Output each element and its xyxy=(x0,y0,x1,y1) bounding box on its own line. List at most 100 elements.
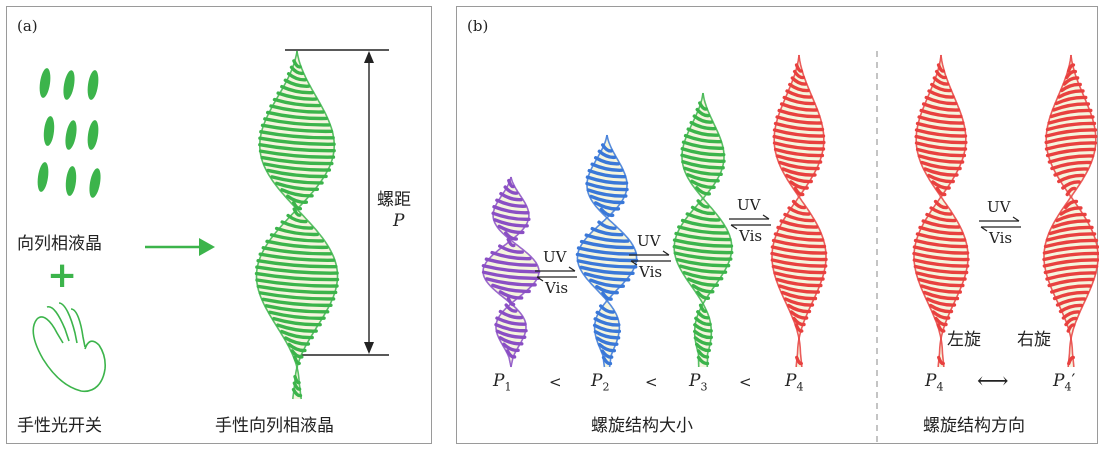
purple-helix-stripe xyxy=(491,211,531,222)
right-handed-helix-stripe xyxy=(1045,271,1097,281)
purple-helix-stripe xyxy=(481,270,541,281)
green-helix-a-stripe xyxy=(292,207,302,217)
purple-helix-stripe xyxy=(495,198,527,208)
green-helix-a-strand xyxy=(296,50,339,400)
left-handed-helix-stripe xyxy=(924,95,958,106)
purple-helix-strand xyxy=(510,176,540,368)
green-helix-b-stripe xyxy=(672,244,734,255)
green-helix-a-stripe xyxy=(269,233,325,243)
blue-helix-stripe xyxy=(576,246,638,256)
vis-label-2: Vis xyxy=(639,263,663,281)
left-handed-helix-strand xyxy=(940,54,969,368)
green-helix-a-stripe xyxy=(276,91,318,101)
purple-helix-stripe xyxy=(481,264,541,274)
right-handed-helix-stripe xyxy=(1042,245,1099,255)
chiral-nematic-label: 手性向列相液晶 xyxy=(215,416,334,436)
right-handed-helix-strand xyxy=(1043,54,1072,368)
caption-direction: 螺旋结构方向 xyxy=(923,416,1025,436)
right-handed-helix-stripe xyxy=(1049,108,1093,119)
nematic-molecules-icon xyxy=(37,68,101,198)
green-helix-b-stripe xyxy=(695,186,711,196)
green-helix-a-stripe xyxy=(263,117,331,127)
left-handed-helix-stripe xyxy=(921,219,961,229)
panel-b-drawing xyxy=(481,51,1099,445)
green-helix-a-stripe xyxy=(256,258,338,269)
right-handed-helix-strand xyxy=(1070,54,1099,368)
caption-size: 螺旋结构大小 xyxy=(591,416,693,436)
green-helix-a-stripe xyxy=(269,104,325,114)
vis-label-3: Vis xyxy=(739,227,763,245)
green-helix-b-stripe xyxy=(674,231,732,242)
green-helix-a-stripe xyxy=(260,123,334,134)
purple-helix-strand xyxy=(482,176,512,368)
red-helix xyxy=(770,54,828,368)
blue-helix-stripe xyxy=(585,175,629,185)
panel-b-label: (b) xyxy=(467,17,489,35)
uv-label-3: UV xyxy=(737,196,761,214)
green-helix-a-stripe xyxy=(262,162,332,172)
green-helix-b-strand xyxy=(702,92,733,367)
panel-a: (a) xyxy=(6,6,432,444)
green-helix-a-stripe xyxy=(272,316,322,327)
blue-helix-stripe xyxy=(587,168,627,179)
green-helix-a-strand xyxy=(255,50,298,400)
green-helix-b-stripe xyxy=(693,329,713,340)
green-helix-b-stripe xyxy=(682,270,724,281)
purple-helix-stripe xyxy=(492,205,530,215)
left-handed-helix-stripe xyxy=(914,128,968,138)
blue-helix-stripe xyxy=(593,317,621,327)
green-helix-b-stripe xyxy=(693,323,713,333)
red-helix-stripe xyxy=(775,154,823,164)
left-handed-helix-stripe xyxy=(917,277,965,288)
left-handed-helix-stripe xyxy=(923,167,959,177)
red-helix-stripe xyxy=(779,102,819,112)
red-helix-stripe xyxy=(782,95,816,106)
red-helix-stripe xyxy=(775,115,823,125)
left-handed-helix-stripe xyxy=(915,271,967,281)
left-handed-helix-strand xyxy=(913,54,942,368)
red-helix-stripe xyxy=(781,167,817,177)
vis-label-1: Vis xyxy=(545,279,569,297)
blue-helix-stripe xyxy=(584,233,630,243)
left-handed-helix-stripe xyxy=(925,297,957,307)
left-handed-helix-stripe xyxy=(915,121,967,132)
hand-icon xyxy=(32,302,106,393)
right-handed-helix-stripe xyxy=(1042,258,1099,268)
red-helix-stripe xyxy=(773,147,825,158)
switch-arrows xyxy=(535,214,1021,282)
blue-helix-stripe xyxy=(599,207,615,218)
double-arrow-icon: ⟷ xyxy=(977,369,1009,394)
uv-label-1: UV xyxy=(543,248,567,266)
green-helix-b-stripe xyxy=(680,147,726,157)
left-handed-helix-stripe xyxy=(917,115,965,125)
right-handed-helix-stripe xyxy=(1043,238,1099,249)
red-helix-stripe xyxy=(772,141,826,151)
pitch-symbol: P xyxy=(393,211,405,231)
red-helix-stripe xyxy=(793,186,805,197)
blue-helix-stripe xyxy=(585,181,629,192)
pitch-p3: P3 xyxy=(689,371,708,394)
blue-helix-stripe xyxy=(586,188,628,198)
red-helix-stripe xyxy=(770,258,828,268)
green-helix-b-stripe xyxy=(681,160,725,170)
left-handed-helix-stripe xyxy=(920,160,962,171)
pitch-label: 螺距 xyxy=(377,190,411,210)
green-helix-b-stripe xyxy=(685,212,721,222)
purple-helix-stripe xyxy=(506,237,516,248)
green-helix-a-stripe xyxy=(255,265,339,275)
right-handed-helix-stripe xyxy=(1051,219,1091,229)
green-helix-b-stripe xyxy=(680,218,726,229)
right-handed-helix-stripe xyxy=(1043,264,1099,275)
red-helix-stripe xyxy=(778,160,820,171)
right-handed-helix-stripe xyxy=(1044,128,1098,138)
left-handed-helix-stripe xyxy=(913,238,969,249)
left-handed-helix-stripe xyxy=(913,264,969,275)
green-helix-b-stripe xyxy=(672,238,734,248)
green-helix-b-stripe xyxy=(686,127,720,137)
blue-helix-stripe xyxy=(579,239,635,250)
green-helix-a-stripe xyxy=(285,194,309,204)
left-handed-helix-stripe xyxy=(920,284,962,294)
red-helix-stripe xyxy=(771,238,827,249)
green-helix-a-stripe xyxy=(261,246,333,256)
green-helix-b xyxy=(672,92,734,367)
